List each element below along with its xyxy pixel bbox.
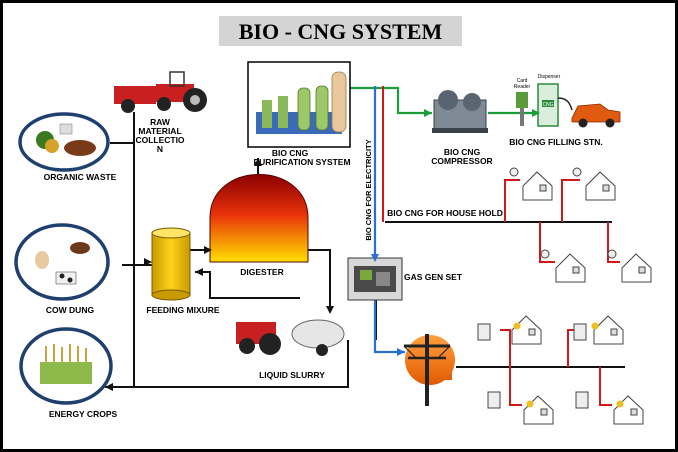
house-icon	[487, 391, 554, 425]
cng-badge: CNG	[542, 102, 553, 108]
filling-station-icon	[516, 83, 573, 127]
arrow-icon	[204, 246, 212, 254]
raw-material-label-1: RAW	[150, 117, 171, 127]
house-icon	[477, 315, 542, 345]
raw-material-label-2: MATERIAL	[138, 126, 181, 136]
compressor-icon	[432, 90, 488, 133]
bulb-icon	[513, 322, 521, 330]
arrowheads	[105, 158, 334, 391]
page-title: BIO - CNG SYSTEM	[239, 19, 443, 44]
cow-dung-circle	[14, 223, 110, 301]
raw-material-label-3: COLLECTIO	[135, 135, 184, 145]
electricity-label: BIO CNG FOR ELECTRICITY	[364, 139, 373, 240]
purification-system-icon	[247, 61, 351, 148]
gas-generator-icon	[347, 257, 403, 301]
compressor-label-1: BIO CNG	[444, 147, 481, 157]
house-icon	[572, 167, 616, 201]
arrow-icon	[195, 268, 203, 276]
title-background	[219, 16, 462, 46]
arrow-icon	[105, 383, 113, 391]
bulb-icon	[616, 400, 624, 408]
house-icon	[540, 249, 586, 283]
house-icon	[607, 249, 652, 283]
liquid-slurry-label: LIQUID SLURRY	[259, 370, 325, 380]
energy-crops-circle	[19, 327, 113, 405]
household-houses	[509, 167, 652, 283]
gas-gen-label: GAS GEN SET	[404, 272, 463, 282]
compressor-label-2: COMPRESSOR	[431, 156, 492, 166]
house-icon	[509, 167, 553, 201]
arrow-icon	[144, 258, 152, 266]
house-icon	[573, 315, 624, 345]
organic-waste-label: ORGANIC WASTE	[44, 172, 117, 182]
red-flow	[382, 86, 620, 406]
slurry-tanker-icon	[236, 319, 345, 356]
arrow-icon	[397, 348, 405, 356]
arrow-icon	[424, 109, 432, 117]
raw-material-label-4: N	[157, 144, 163, 154]
bulb-icon	[591, 322, 599, 330]
dispenser-label: Dispenser	[538, 74, 561, 80]
arrow-icon	[532, 109, 540, 117]
filling-station-label: BIO CNG FILLING STN.	[509, 137, 603, 147]
digester-label: DIGESTER	[240, 267, 283, 277]
house-icon	[575, 391, 644, 425]
arrow-icon	[371, 254, 379, 262]
cow-dung-label: COW DUNG	[46, 305, 95, 315]
organic-waste-circle	[18, 112, 110, 172]
blue-flow	[373, 86, 405, 354]
bulb-icon	[526, 400, 534, 408]
bulb-icons	[513, 322, 624, 408]
energy-crops-label: ENERGY CROPS	[49, 409, 118, 419]
household-label: BIO CNG FOR HOUSE HOLD	[387, 208, 503, 218]
feeding-tank-icon	[151, 227, 191, 301]
digester-icon	[209, 174, 309, 263]
arrow-icon	[326, 306, 334, 314]
power-pole-icon	[403, 334, 455, 406]
tractor-icon	[114, 71, 207, 113]
feeding-mixure-label: FEEDING MIXURE	[146, 305, 220, 315]
arrow-icon	[254, 158, 262, 166]
card-reader-label-2: Reader	[514, 84, 531, 90]
purification-label-1: BIO CNG	[272, 148, 309, 158]
card-reader-label-1: Card	[517, 78, 528, 84]
car-icon	[571, 103, 621, 128]
electric-houses	[477, 315, 644, 425]
purification-label-2: PURIFICATION SYSTEM	[253, 157, 350, 167]
